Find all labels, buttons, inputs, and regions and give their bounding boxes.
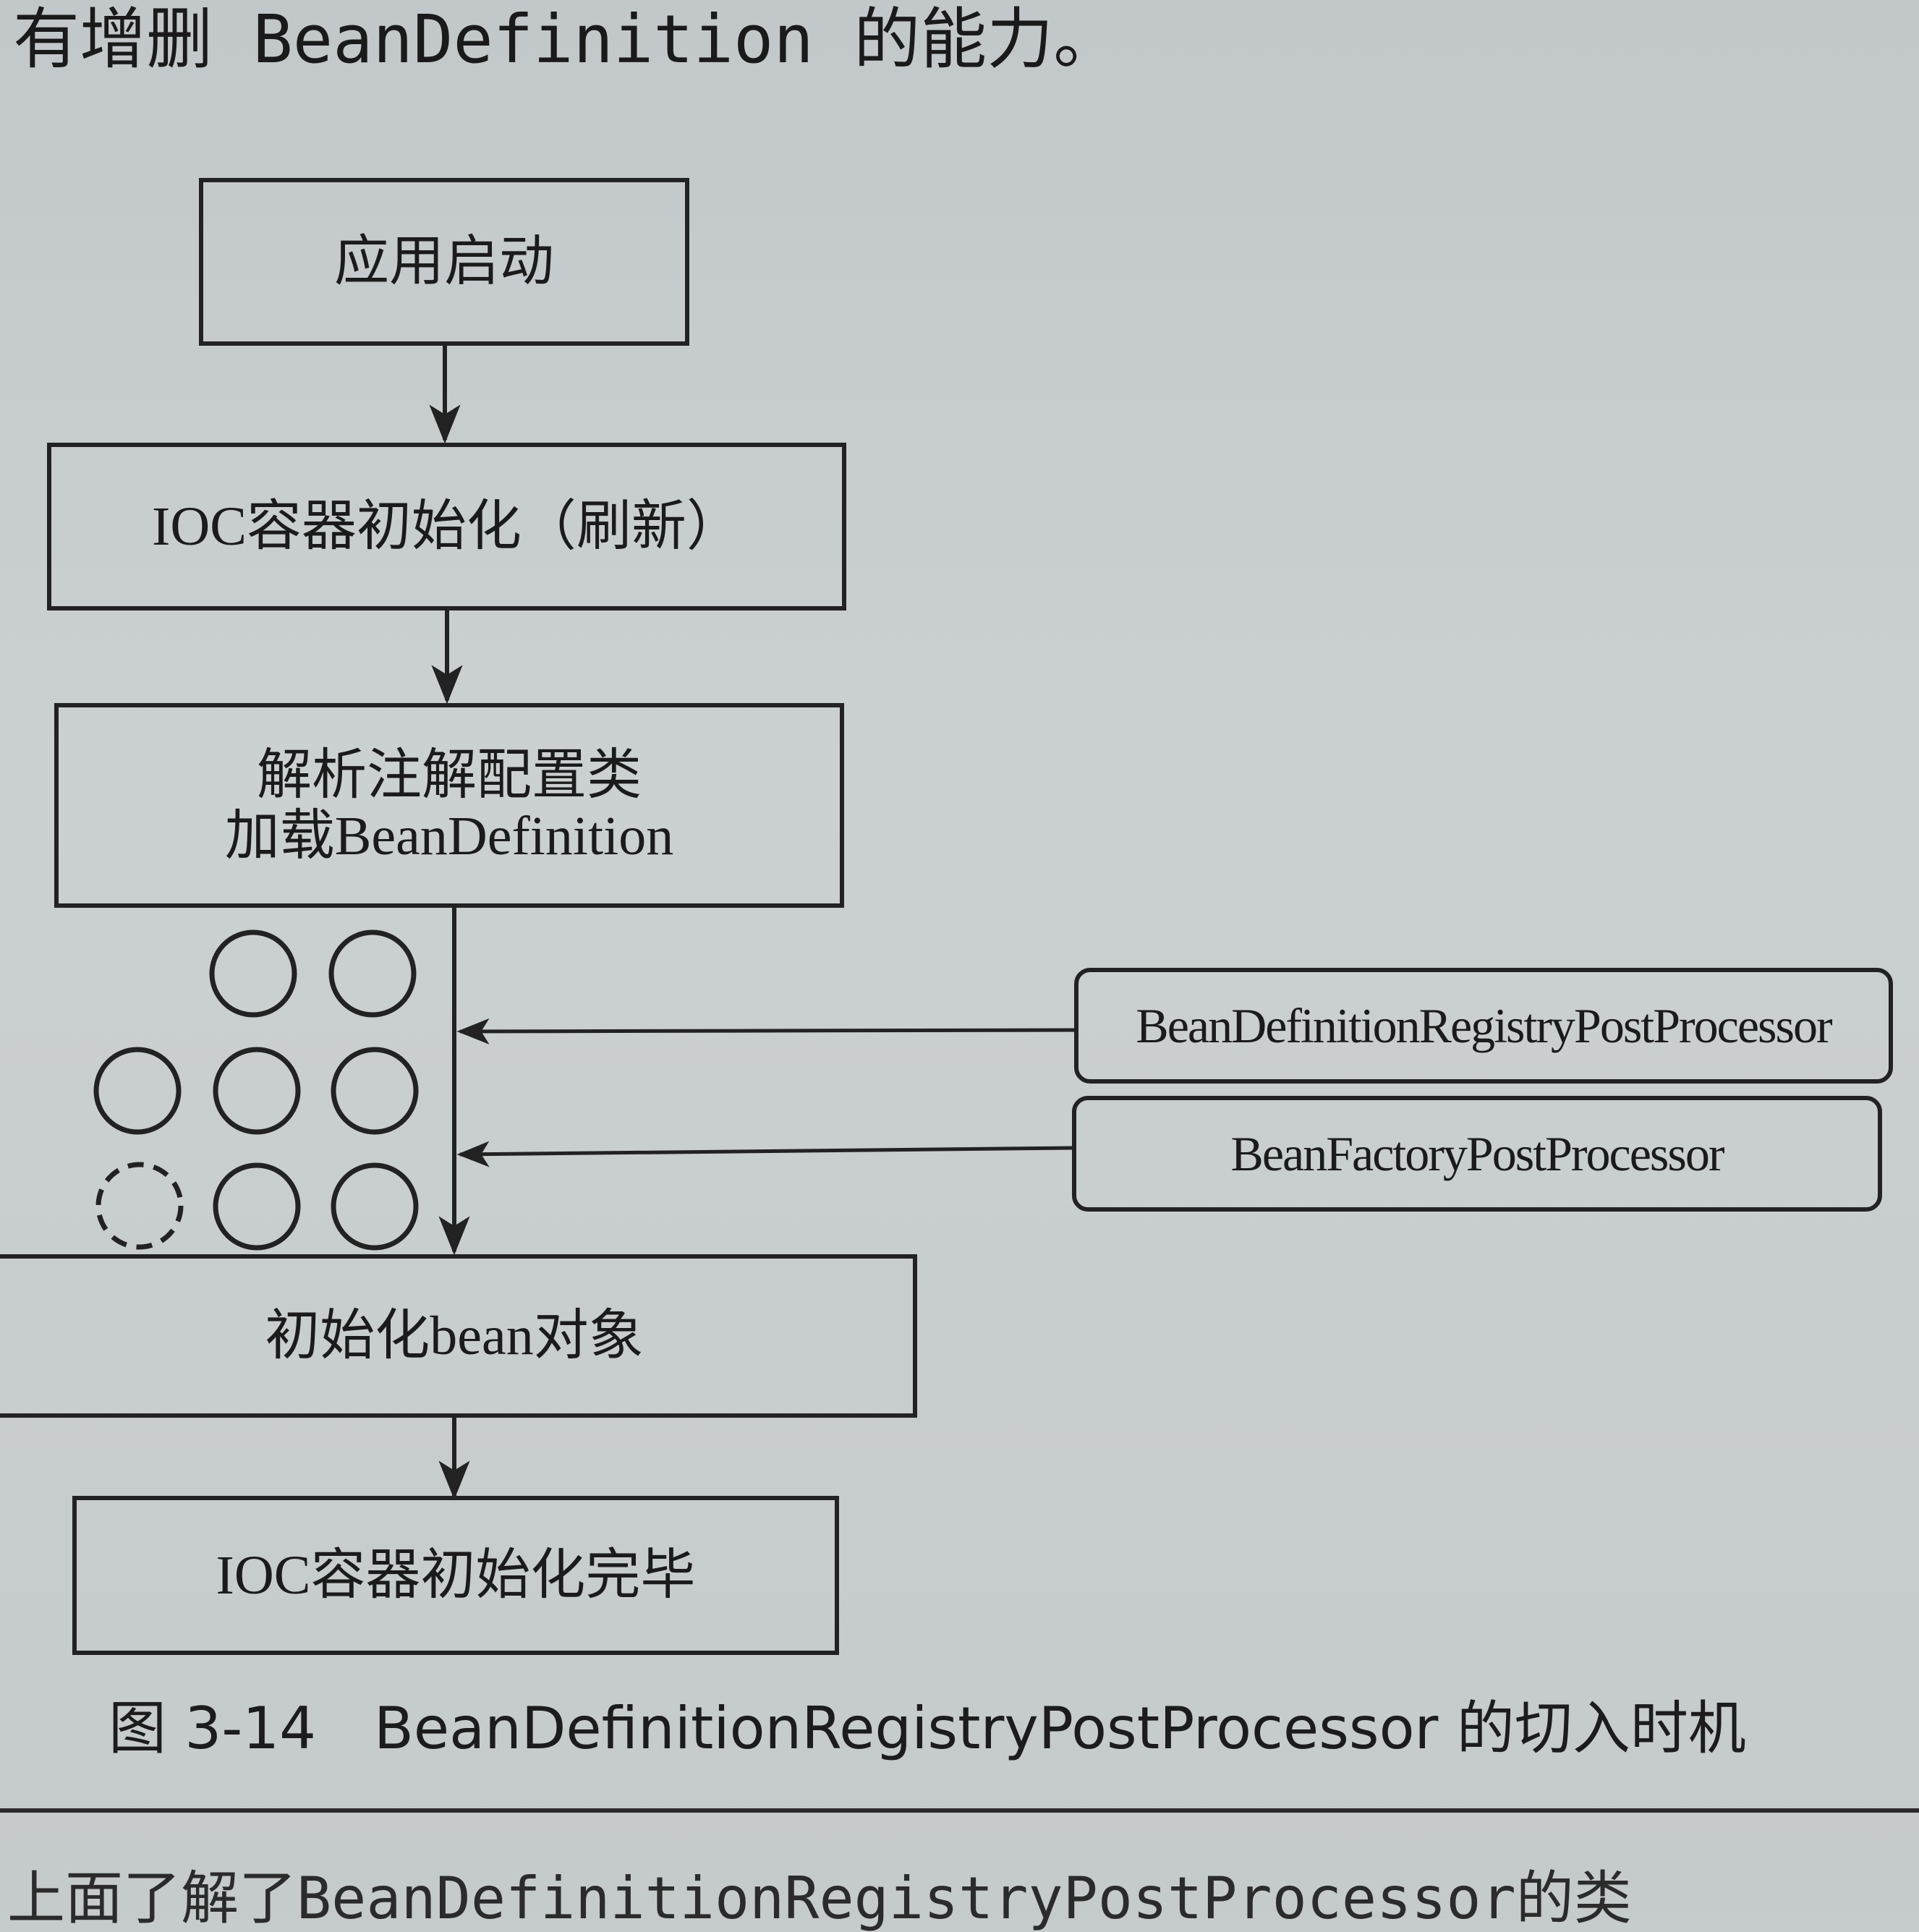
figure-caption-text: BeanDefinitionRegistryPostProcessor 的切入时… xyxy=(374,1695,1746,1762)
node-ioc-init: IOC容器初始化（刷新） xyxy=(47,443,846,610)
bean-definition-circle xyxy=(328,929,417,1018)
node-bean-definition-registry-post-processor: BeanDefinitionRegistryPostProcessor xyxy=(1074,968,1893,1084)
node-app-start: 应用启动 xyxy=(199,178,689,346)
page-rule xyxy=(0,1808,1919,1813)
figure-caption: 图 3-14 BeanDefinitionRegistryPostProcesso… xyxy=(108,1693,1746,1765)
bean-definition-circle xyxy=(331,1047,419,1135)
bean-definition-circles xyxy=(93,929,419,1251)
edge-bfpp-to-flow xyxy=(456,1141,1075,1167)
bean-definition-circle-dashed xyxy=(95,1162,184,1250)
bean-definition-circle xyxy=(213,1162,301,1251)
body-text-top: 有增删 BeanDefinition 的能力。 xyxy=(13,1,1120,78)
node-bean-factory-post-processor: BeanFactoryPostProcessor xyxy=(1072,1096,1882,1212)
bean-definition-circle xyxy=(93,1047,182,1135)
node-parse-config: 解析注解配置类 加载BeanDefinition xyxy=(54,703,844,908)
edge-bdrpp-to-flow xyxy=(456,1018,1077,1044)
bean-definition-circle xyxy=(213,1047,301,1135)
bean-definition-circle xyxy=(331,1162,419,1251)
bean-definition-circle xyxy=(209,929,297,1018)
node-ioc-done: IOC容器初始化完毕 xyxy=(72,1496,839,1655)
body-text-bottom: 上面了解了BeanDefinitionRegistryPostProcessor… xyxy=(7,1865,1632,1932)
figure-number: 图 3-14 xyxy=(108,1695,316,1762)
node-init-bean: 初始化bean对象 xyxy=(0,1254,917,1418)
